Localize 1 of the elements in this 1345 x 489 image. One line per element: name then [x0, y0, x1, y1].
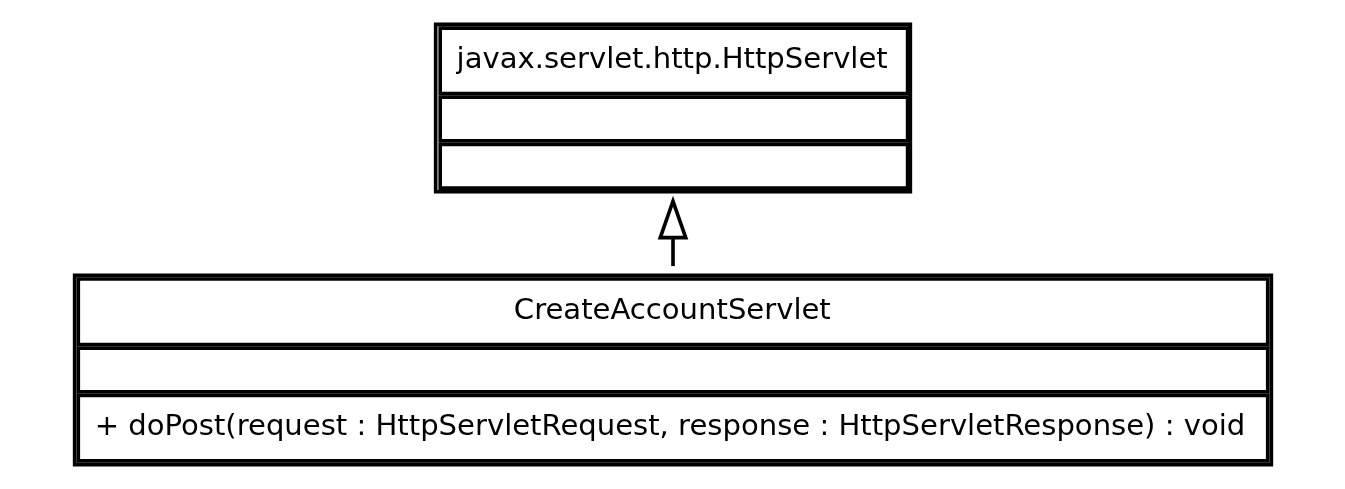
arrow — [657, 195, 688, 267]
